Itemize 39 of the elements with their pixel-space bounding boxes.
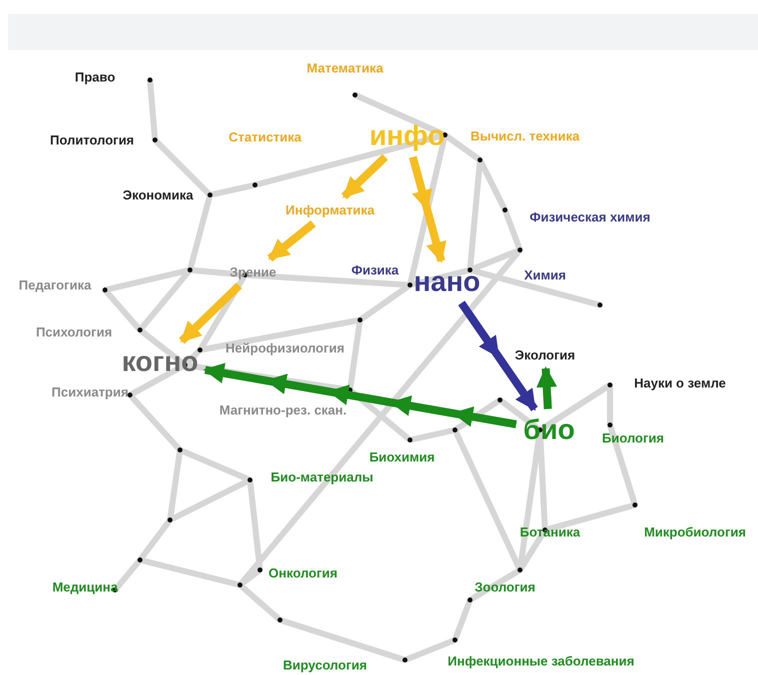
field-label: Биология: [601, 430, 665, 446]
field-label: Физическая химия: [528, 210, 652, 224]
field-label: Экология: [514, 348, 576, 362]
field-label: Физика: [350, 262, 400, 278]
field-label: Инфекционные заболевания: [446, 654, 636, 668]
field-label: Статистика: [228, 130, 302, 144]
field-label: Право: [74, 70, 116, 84]
field-label: Микробиология: [643, 524, 747, 540]
arrow: [267, 220, 316, 262]
field-label: Психиатрия: [50, 384, 130, 400]
topic-label: био: [522, 415, 576, 445]
field-label: Педагогика: [18, 278, 92, 292]
arrow: [408, 156, 446, 263]
topic-label: когно: [120, 347, 200, 377]
arrow: [536, 366, 558, 410]
arrow: [341, 154, 388, 200]
topic-label: инфо: [368, 121, 446, 151]
arrow: [203, 363, 517, 428]
field-label: Химия: [523, 268, 567, 282]
field-label: Биохимия: [368, 450, 436, 464]
field-label: Зоология: [474, 580, 536, 594]
field-label: Био-материалы: [270, 470, 374, 484]
field-label: Науки о земле: [633, 376, 727, 390]
field-label: Магнитно-рез. скан.: [218, 402, 348, 418]
field-label: Нейрофизиология: [224, 340, 346, 356]
field-label: Онкология: [268, 566, 338, 580]
field-label: Вычисл. техника: [470, 128, 580, 144]
field-label: Вирусология: [282, 658, 368, 672]
field-label: Зрение: [228, 264, 278, 280]
field-label: Экономика: [122, 188, 194, 202]
field-label: Медицина: [51, 580, 119, 594]
field-label: Политология: [48, 132, 136, 148]
topic-label: нано: [412, 267, 482, 297]
field-label: Психология: [34, 324, 114, 340]
field-label: Информатика: [284, 202, 376, 218]
field-label: Ботаника: [518, 524, 582, 540]
arrow: [178, 282, 242, 344]
arrow: [458, 300, 538, 412]
field-label: Математика: [306, 60, 384, 76]
